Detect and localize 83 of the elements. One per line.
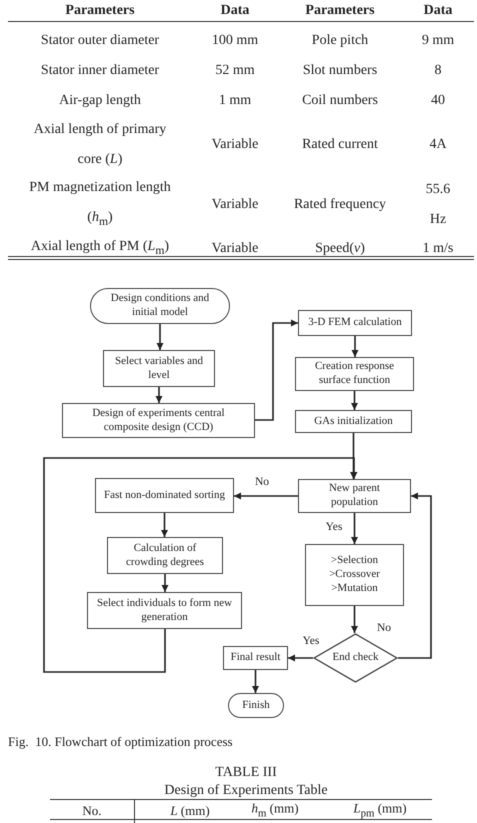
node-text: >Crossover	[329, 568, 380, 582]
node-text: >Mutation	[331, 582, 378, 596]
process-box	[62, 403, 255, 438]
node-text: >Selection	[330, 554, 378, 568]
parameter-value: 1 m/s	[422, 240, 454, 258]
process-box	[223, 646, 288, 670]
arrow	[234, 492, 298, 500]
parameter-value: 1 mm	[218, 92, 252, 110]
node-text: Design conditions and initial model	[110, 292, 210, 320]
parameter-value: 55.6 Hz	[424, 181, 452, 229]
table-subtitle: Design of Experiments Table	[163, 783, 329, 799]
arrow	[252, 670, 259, 693]
node-text: GAs initialization	[314, 414, 393, 428]
edge-label: Yes	[324, 521, 344, 533]
parameter-name: Rated current	[301, 136, 379, 154]
node-text: Creation response surface function	[314, 360, 396, 388]
arrow	[288, 654, 313, 662]
arrow	[352, 336, 358, 357]
node-text: Finish	[242, 698, 270, 712]
arrow	[398, 492, 432, 659]
parameter-name: Slot numbers	[302, 62, 378, 80]
edge-label: Yes	[302, 635, 320, 647]
process-box	[95, 478, 234, 513]
column-header: L$_{pm}$ (mm)	[352, 800, 408, 822]
process-box	[295, 357, 414, 391]
table-title: TABLE III	[214, 765, 278, 781]
parameter-value: Variable	[210, 136, 260, 154]
arrow	[351, 606, 358, 633]
arrow	[156, 387, 162, 403]
terminal-box	[228, 693, 284, 718]
process-box	[87, 592, 242, 629]
parameter-name: PM magnetization length (h$_{m}$)	[28, 179, 172, 230]
arrow	[255, 320, 298, 421]
process-box	[298, 310, 412, 336]
terminal-box	[90, 288, 230, 324]
arrow	[161, 513, 168, 537]
parameter-value: 52 mm	[214, 62, 256, 80]
arrow	[351, 391, 358, 410]
parameter-value: 100 mm	[210, 32, 260, 50]
node-text: Design of experiments central composite design (CCD)	[91, 406, 226, 434]
node-text: Select variables and level	[114, 354, 204, 382]
column-header: No.	[81, 803, 103, 819]
edge-label: No	[376, 622, 392, 634]
parameter-name: Rated frequency	[292, 196, 388, 214]
parameter-value: 4A	[428, 136, 448, 154]
node-text: New parent population	[328, 482, 381, 510]
node-text: Final result	[230, 651, 280, 665]
process-box	[295, 410, 412, 433]
edge-label: No	[254, 476, 270, 488]
node-text: Fast non-dominated sorting	[104, 488, 225, 502]
column-header: h$_{m}$ (mm)	[250, 800, 300, 822]
process-box	[305, 544, 404, 606]
process-box	[103, 350, 215, 387]
column-header: Data	[422, 3, 454, 19]
parameter-name: Speed(v)	[314, 240, 366, 258]
parameter-value: 40	[430, 92, 446, 110]
parameter-name: Coil numbers	[301, 92, 379, 110]
parameter-value: Variable	[210, 240, 260, 258]
parameter-name: Stator outer diameter	[40, 32, 160, 50]
column-header: Data	[220, 3, 250, 19]
parameter-name: Pole pitch	[310, 32, 370, 50]
parameter-name: Stator inner diameter	[40, 62, 160, 80]
figure-caption: Fig. 10. Flowchart of optimization process	[8, 734, 233, 750]
parameter-value: 8	[434, 62, 442, 80]
process-box	[107, 537, 223, 574]
parameter-name: Axial length of primary core (L)	[32, 121, 168, 169]
arrow	[156, 324, 164, 350]
node-text: Select individuals to form new generation	[96, 596, 233, 624]
parameter-name: Air-gap length	[58, 92, 142, 110]
process-box	[298, 479, 411, 513]
arrow	[162, 574, 168, 592]
column-header: L (mm)	[169, 803, 211, 819]
node-text: 3-D FEM calculation	[308, 316, 402, 330]
parameter-name: Axial length of PM (L$_{m}$)	[30, 238, 170, 259]
arrow	[43, 457, 358, 673]
arrow	[351, 513, 358, 544]
parameter-value: 9 mm	[420, 32, 456, 50]
arrow	[350, 433, 357, 479]
node-text: Calculation of crowding degrees	[125, 542, 205, 570]
column-header: Parameters	[64, 3, 136, 19]
parameter-value: Variable	[210, 196, 260, 214]
column-header: Parameters	[304, 3, 376, 19]
node-text: End check	[332, 651, 379, 665]
